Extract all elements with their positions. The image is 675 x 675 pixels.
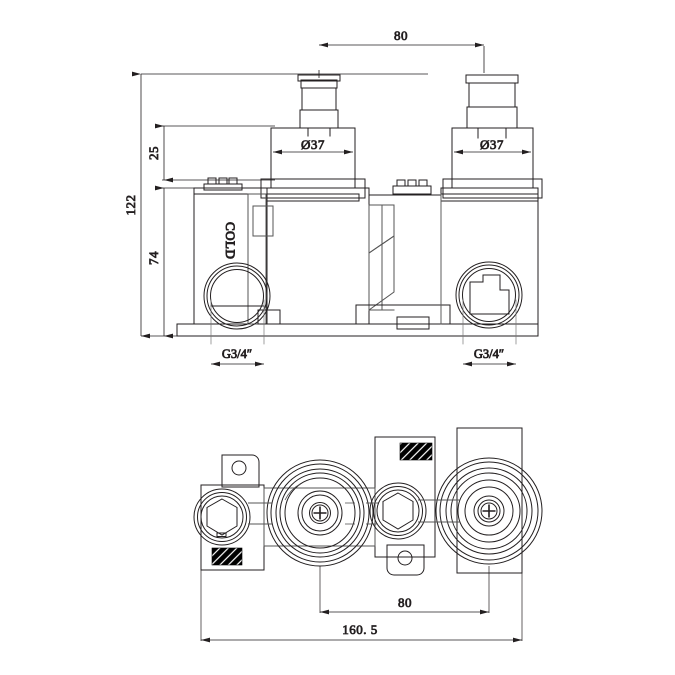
dim-160-5-text: 160. 5 [342, 622, 378, 637]
middle-inlet-port [369, 482, 427, 540]
dim-25 [155, 123, 275, 183]
left-top-fitting [203, 177, 243, 191]
bottom-view-dimensions: 80 160. 5 [200, 566, 523, 643]
cold-label: COLD [223, 222, 238, 259]
dim-g34-left-text: G3/4″ [222, 347, 252, 361]
dim-g34-right-text: G3/4″ [474, 347, 504, 361]
left-handle-assembly [266, 459, 374, 567]
hatch-marker-top [399, 442, 433, 461]
dim-phi37-right-text: Ø37 [480, 137, 504, 152]
middle-top-fitting [392, 179, 432, 195]
dim-phi37-left-text: Ø37 [301, 137, 325, 152]
left-inlet-port [193, 488, 251, 546]
bottom-mounting-tab [386, 544, 425, 576]
center-pedestal [355, 304, 451, 330]
plan-body-plates [200, 427, 523, 574]
dim-74-text: 74 [146, 251, 161, 265]
center-section-detail [368, 204, 395, 311]
hatch-marker-bottom [211, 547, 243, 566]
dim-bottom-80 [319, 566, 490, 615]
left-mounting-tab [221, 454, 260, 488]
front-view-dimensions: 80 122 25 74 Ø37 Ø37 [123, 28, 531, 367]
right-stem-cap [465, 74, 519, 139]
dim-25-text: 25 [146, 146, 161, 160]
dim-160-5 [200, 570, 523, 643]
front-elevation-view: COLD [176, 74, 543, 345]
right-outlet-ring [455, 261, 523, 329]
dim-top-80-text: 80 [394, 28, 408, 43]
dim-74 [155, 185, 200, 339]
left-stem-cap [297, 74, 341, 137]
dim-122-text: 122 [123, 195, 138, 216]
plan-connecting-webs [248, 499, 460, 525]
front-view-guide-lines [210, 193, 517, 345]
left-outlet-ring [203, 262, 271, 330]
dim-bottom-80-text: 80 [398, 595, 412, 610]
right-handle-assembly [435, 457, 543, 565]
bottom-plan-view [193, 427, 543, 576]
left-lower-pedestal [257, 309, 281, 325]
